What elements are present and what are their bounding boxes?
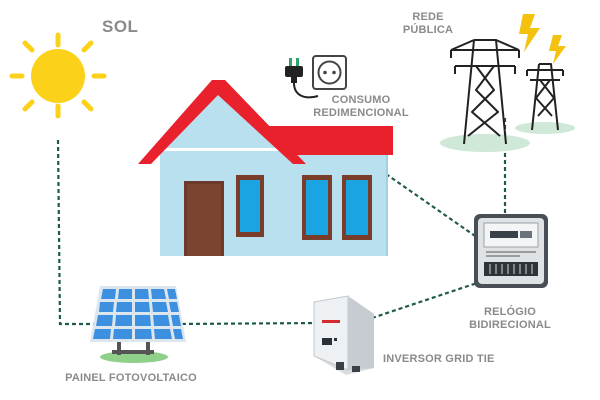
connection-lines	[56, 118, 507, 326]
sun-label: SOL	[102, 17, 139, 36]
sun-icon	[9, 32, 107, 119]
sun-to-panel-line	[56, 139, 95, 326]
inverter-icon	[313, 295, 374, 375]
plug-icon	[285, 58, 319, 99]
transmission-tower-icon	[440, 39, 575, 152]
inverter-label: INVERSOR GRID TIE	[383, 353, 495, 365]
consumption-label-line-1: CONSUMO	[331, 94, 391, 106]
meter-label-line-1: RELÓGIO	[483, 306, 537, 318]
meter-label: RELÓGIO BIDIRECIONAL	[462, 306, 558, 332]
meter-label-line-2: BIDIRECIONAL	[469, 319, 551, 331]
grid-label: REDE PÚBLICA	[398, 11, 458, 37]
meter-icon	[474, 214, 548, 288]
socket-icon	[312, 55, 347, 90]
house-to-meter-line	[385, 173, 479, 239]
grid-label-line-2: PÚBLICA	[402, 24, 454, 36]
solar-panel-icon	[90, 286, 186, 363]
panel-to-inverter-line	[174, 321, 323, 326]
lightning-icon	[519, 14, 566, 64]
inverter-to-meter-line	[371, 280, 481, 320]
solar-panel-label: PAINEL FOTOVOLTAICO	[65, 372, 197, 384]
consumption-label: CONSUMO REDIMENCIONAL	[306, 94, 416, 120]
grid-label-line-1: REDE	[412, 11, 444, 23]
consumption-label-line-2: REDIMENCIONAL	[313, 107, 409, 119]
house-icon	[138, 80, 393, 256]
